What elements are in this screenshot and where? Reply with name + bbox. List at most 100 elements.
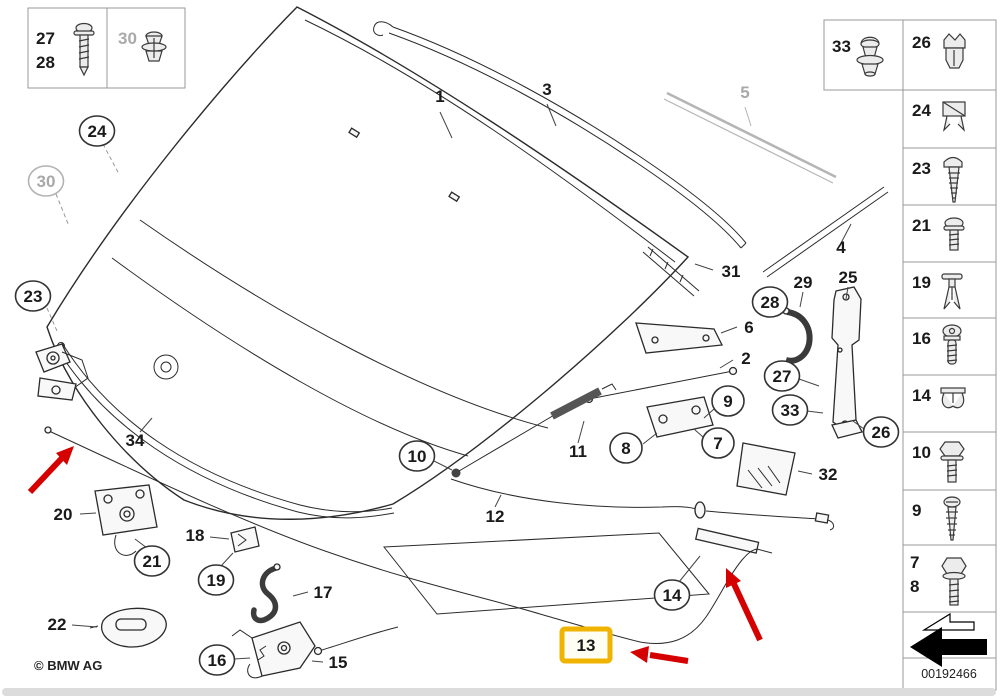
expansion-rivet-icon: [941, 273, 963, 310]
callout-14[interactable]: 14: [653, 579, 691, 611]
callout-10[interactable]: 10: [398, 440, 436, 472]
copyright-label: © BMW AG: [34, 658, 102, 673]
hinge-spring-29-drawing: [782, 307, 813, 364]
svg-text:23: 23: [24, 287, 43, 306]
strip-4-drawing: [762, 186, 889, 278]
legend-cell-27-28[interactable]: 27 28: [36, 22, 95, 77]
sidebar-part-14[interactable]: 14: [912, 386, 966, 409]
callout-9[interactable]: 9: [711, 385, 745, 417]
sidebar-part-24[interactable]: 24: [912, 101, 966, 132]
callout-6[interactable]: 6: [744, 318, 753, 337]
legend-box: 27 28 30: [27, 7, 186, 89]
callout-20[interactable]: 20: [54, 505, 73, 524]
svg-text:33: 33: [781, 401, 800, 420]
callout-25[interactable]: 25: [839, 268, 858, 287]
leader-5-gray: [744, 106, 752, 127]
grommet-clip-icon: [141, 31, 167, 62]
callout-26[interactable]: 26: [862, 416, 900, 448]
clip-icon: [942, 101, 966, 132]
callout-5[interactable]: 5: [740, 83, 749, 102]
callout-18[interactable]: 18: [186, 526, 205, 545]
callout-1[interactable]: 1: [435, 87, 444, 106]
callout-15[interactable]: 15: [329, 653, 348, 672]
legend-label-30: 30: [118, 29, 137, 48]
callout-34[interactable]: 34: [126, 431, 145, 450]
callout-3[interactable]: 3: [542, 80, 551, 99]
cable-clip-icon: [940, 387, 966, 409]
callout-33[interactable]: 33: [771, 394, 809, 426]
svg-text:10: 10: [408, 447, 427, 466]
callout-24[interactable]: 24: [78, 115, 116, 147]
svg-text:16: 16: [912, 329, 931, 348]
cable-12-drawing: [450, 478, 835, 531]
svg-text:14: 14: [663, 586, 682, 605]
svg-text:14: 14: [912, 386, 931, 405]
sidebar-part-9[interactable]: 9: [912, 496, 961, 541]
rubber-grommet-icon: [856, 36, 884, 77]
bracket-20-drawing: [94, 484, 158, 556]
callout-11[interactable]: 11: [569, 442, 587, 461]
sidebar-part-7-8[interactable]: 7 8: [910, 553, 967, 606]
svg-text:26: 26: [872, 423, 891, 442]
self-tapping-screw-icon: [943, 156, 963, 203]
clip-18-drawing: [230, 526, 260, 553]
red-arrow-1: [27, 446, 74, 495]
svg-text:30: 30: [37, 172, 56, 191]
callout-8[interactable]: 8: [609, 432, 643, 464]
sidebar-part-19[interactable]: 19: [912, 273, 963, 310]
sidebar-label-7: 7: [910, 553, 919, 572]
callout-12[interactable]: 12: [486, 507, 505, 526]
svg-text:16: 16: [208, 651, 227, 670]
svg-text:24: 24: [88, 122, 107, 141]
legend-cell-30[interactable]: 30: [118, 29, 167, 62]
bracket-7-8-drawing: [646, 396, 714, 438]
image-number: 00192466: [921, 667, 977, 681]
callout-13-highlighted[interactable]: 13: [559, 626, 613, 664]
callout-27[interactable]: 27: [763, 360, 801, 392]
bracket-6-drawing: [635, 322, 724, 354]
callout-28[interactable]: 28: [751, 286, 789, 318]
washer-screw-icon: [943, 217, 965, 251]
sidebar-part-33[interactable]: 33: [832, 36, 884, 77]
callout-23[interactable]: 23: [14, 280, 52, 312]
callout-31[interactable]: 31: [722, 262, 741, 281]
svg-text:28: 28: [761, 293, 780, 312]
callout-21[interactable]: 21: [133, 545, 171, 577]
svg-text:19: 19: [207, 571, 226, 590]
svg-text:23: 23: [912, 159, 931, 178]
callout-32[interactable]: 32: [819, 465, 838, 484]
sidebar-part-16[interactable]: 16: [912, 324, 962, 365]
svg-text:26: 26: [912, 33, 931, 52]
legend-label-28: 28: [36, 53, 55, 72]
callout-22[interactable]: 22: [48, 615, 67, 634]
red-arrow-3: [630, 646, 689, 664]
svg-text:9: 9: [723, 392, 732, 411]
hinge-25-drawing: [831, 286, 863, 439]
rear-seal-strip-3: [373, 21, 747, 249]
callout-7[interactable]: 7: [701, 427, 735, 459]
safety-hook-17-drawing: [250, 563, 281, 624]
callout-4[interactable]: 4: [836, 238, 846, 257]
coarse-thread-screw-icon: [943, 496, 961, 541]
svg-text:21: 21: [912, 216, 931, 235]
torx-screw-icon: [942, 324, 962, 365]
hex-bolt-icon: [939, 441, 965, 483]
sidebar-part-26[interactable]: 26: [912, 33, 966, 69]
callout-29[interactable]: 29: [794, 273, 813, 292]
strip-5-drawing: [663, 91, 837, 184]
callout-2[interactable]: 2: [741, 349, 750, 368]
svg-text:13: 13: [577, 636, 596, 655]
callout-17[interactable]: 17: [314, 583, 333, 602]
callout-30[interactable]: 30: [27, 165, 65, 197]
svg-text:33: 33: [832, 37, 851, 56]
release-cable-drawing: [44, 426, 758, 656]
svg-text:8: 8: [621, 439, 630, 458]
sidebar-label-8: 8: [910, 577, 919, 596]
sidebar-part-21[interactable]: 21: [912, 216, 965, 251]
callout-19[interactable]: 19: [197, 564, 235, 596]
sidebar-part-10[interactable]: 10: [912, 441, 965, 483]
callout-16[interactable]: 16: [198, 644, 236, 676]
edge-strip-31-drawing: [642, 246, 700, 297]
sidebar-part-23[interactable]: 23: [912, 156, 963, 203]
